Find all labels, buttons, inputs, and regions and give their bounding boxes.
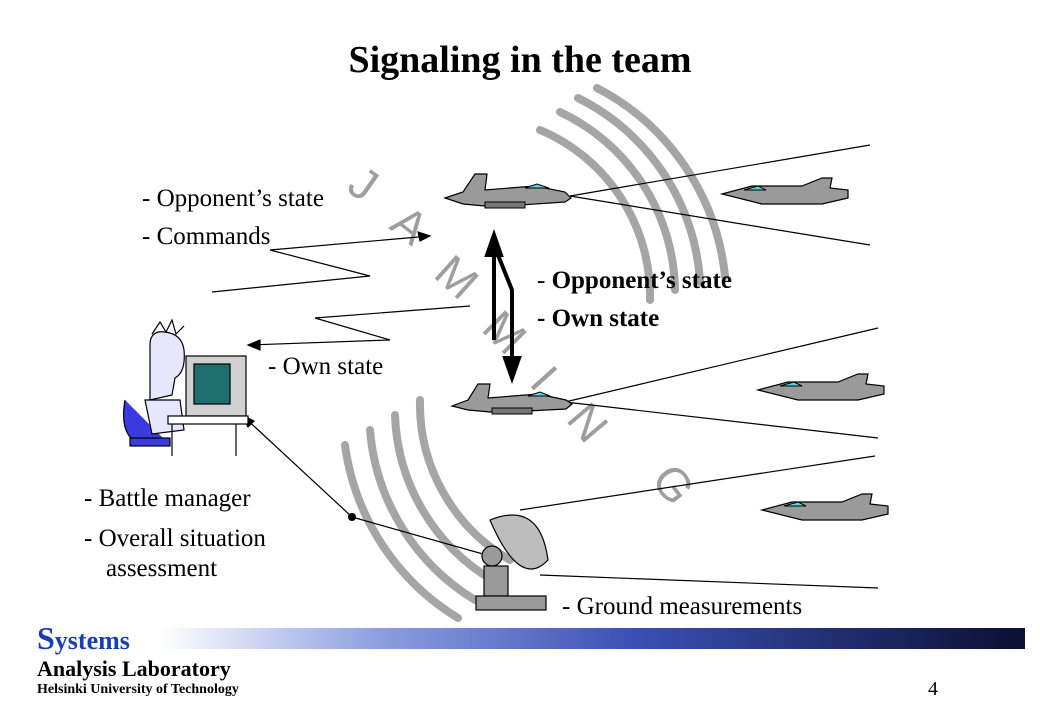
opponent-aircraft-3 bbox=[759, 493, 889, 521]
label-commands: - Commands bbox=[142, 223, 271, 250]
footer-systems-initial: S bbox=[37, 620, 55, 656]
ground-radar bbox=[475, 514, 549, 611]
svg-text:G: G bbox=[642, 454, 705, 514]
page-number: 4 bbox=[928, 678, 938, 700]
footer-lab-name: Analysis Laboratory bbox=[37, 656, 231, 681]
svg-text:M: M bbox=[425, 245, 488, 309]
comm-zigzag-commands bbox=[211, 231, 432, 293]
opponent-aircraft-1 bbox=[719, 177, 849, 205]
label-team-opponent-state-dash: - bbox=[537, 267, 552, 294]
label-team-opponent-state: - Opponent’s state bbox=[537, 268, 732, 293]
svg-text:M: M bbox=[473, 300, 537, 364]
svg-text:A: A bbox=[382, 195, 438, 255]
label-own-state: - Own state bbox=[268, 353, 384, 380]
svg-text:J: J bbox=[339, 156, 388, 212]
label-opponent-state: - Opponent’s state bbox=[142, 185, 324, 212]
relay-dot bbox=[348, 513, 356, 521]
slide-title: Signaling in the team bbox=[348, 39, 692, 81]
label-team-own-state: - Own state bbox=[537, 305, 660, 332]
battle-manager-figure bbox=[123, 318, 249, 456]
jamming-arcs bbox=[341, 84, 729, 622]
comm-zigzag-own-state bbox=[246, 305, 471, 351]
footer-systems-rest: ystems bbox=[54, 626, 130, 655]
label-overall-situation: - Overall situation bbox=[84, 525, 266, 552]
team-aircraft-bottom bbox=[449, 383, 574, 415]
label-team-opponent-state-text: Opponent’s state bbox=[551, 267, 732, 294]
footer-gradient-bar bbox=[160, 628, 1025, 649]
radar-link-line bbox=[240, 413, 491, 557]
team-aircraft-top bbox=[443, 173, 572, 209]
footer-systems: Systems bbox=[37, 620, 130, 657]
team-link-arrow bbox=[484, 228, 522, 385]
label-battle-manager: - Battle manager bbox=[84, 485, 251, 512]
opponent-aircraft-2 bbox=[755, 373, 885, 401]
sensor-lines bbox=[519, 144, 879, 589]
footer-university: Helsinki University of Technology bbox=[37, 682, 239, 697]
label-assessment: assessment bbox=[106, 555, 218, 582]
label-ground-measurements: - Ground measurements bbox=[562, 593, 803, 620]
